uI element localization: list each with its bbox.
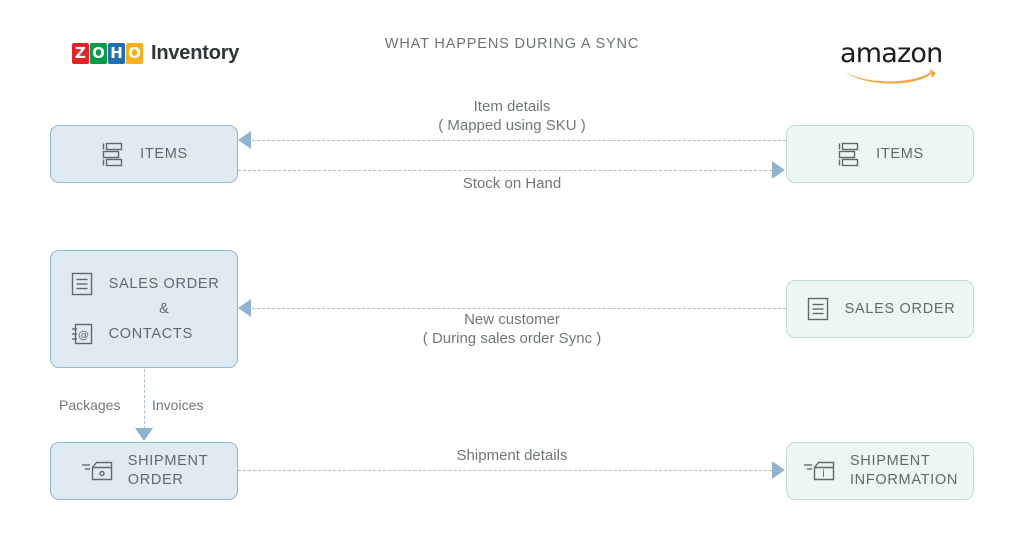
svg-text:i: i xyxy=(822,467,825,480)
amazon-logo: amazon xyxy=(840,38,943,84)
connector-invoices-label: Invoices xyxy=(152,397,204,413)
connector-stock-on-hand-label: Stock on Hand xyxy=(462,175,562,192)
svg-text:@: @ xyxy=(78,329,89,342)
document-lines-icon xyxy=(807,297,828,321)
connector-packages-invoices-line xyxy=(144,369,145,429)
connector-item-details-line xyxy=(252,140,786,141)
page-title: WHAT HAPPENS DURING A SYNC xyxy=(384,36,640,52)
shipment-box-icon xyxy=(81,461,112,481)
zoho-tile-z: Z xyxy=(72,43,89,64)
connector-new-customer-label: New customer ( During sales order Sync ) xyxy=(422,311,602,347)
connector-new-customer-line xyxy=(252,308,786,309)
node-sales-order-label: SALES ORDER xyxy=(108,275,220,292)
shipment-info-box-icon: i xyxy=(803,461,835,481)
contacts-row: @ CONTACTS xyxy=(69,320,193,348)
node-items-amazon-label: ITEMS xyxy=(876,145,924,162)
zoho-inventory-wordmark: Inventory xyxy=(151,42,240,64)
connector-stock-on-hand-line xyxy=(238,170,772,171)
node-sales-order-amazon[interactable]: SALES ORDER xyxy=(786,280,974,338)
connector-shipment-details-label: Shipment details xyxy=(456,447,568,464)
node-sales-order-amazon-label: SALES ORDER xyxy=(844,300,956,317)
zoho-tile-o1: O xyxy=(90,43,107,64)
node-items-zoho-label: ITEMS xyxy=(140,145,188,162)
node-shipment-information-label: SHIPMENT INFORMATION xyxy=(849,453,959,488)
node-sales-order-contacts-zoho[interactable]: SALES ORDER & @ CONTACTS xyxy=(50,250,238,368)
node-contacts-label: CONTACTS xyxy=(108,325,193,342)
list-items-icon xyxy=(838,142,859,167)
document-lines-icon xyxy=(71,272,92,296)
node-shipment-information-amazon[interactable]: i SHIPMENT INFORMATION xyxy=(786,442,974,500)
connector-packages-invoices-arrowhead xyxy=(135,428,153,441)
node-items-zoho[interactable]: ITEMS xyxy=(50,125,238,183)
amazon-wordmark: amazon xyxy=(840,38,943,69)
list-items-icon xyxy=(102,142,123,167)
node-shipment-order-label: SHIPMENT ORDER xyxy=(127,453,209,488)
node-items-amazon[interactable]: ITEMS xyxy=(786,125,974,183)
connector-shipment-details-line xyxy=(238,470,772,471)
connector-item-details-arrowhead xyxy=(238,131,251,149)
node-sales-ampersand: & xyxy=(159,301,169,317)
zoho-tile-h: H xyxy=(108,43,125,64)
connector-stock-on-hand-arrowhead xyxy=(772,161,785,179)
zoho-inventory-logo: Z O H O Inventory xyxy=(72,42,239,65)
connector-new-customer-arrowhead xyxy=(238,299,251,317)
sales-order-row: SALES ORDER xyxy=(69,270,220,298)
node-shipment-order-zoho[interactable]: SHIPMENT ORDER xyxy=(50,442,238,500)
zoho-logo-tiles: Z O H O xyxy=(72,43,144,64)
zoho-tile-o2: O xyxy=(126,43,143,64)
address-book-icon: @ xyxy=(71,323,92,345)
connector-packages-label: Packages xyxy=(59,397,121,413)
connector-item-details-label: Item details ( Mapped using SKU ) xyxy=(438,98,586,134)
amazon-smile-icon xyxy=(844,69,936,84)
connector-shipment-details-arrowhead xyxy=(772,461,785,479)
